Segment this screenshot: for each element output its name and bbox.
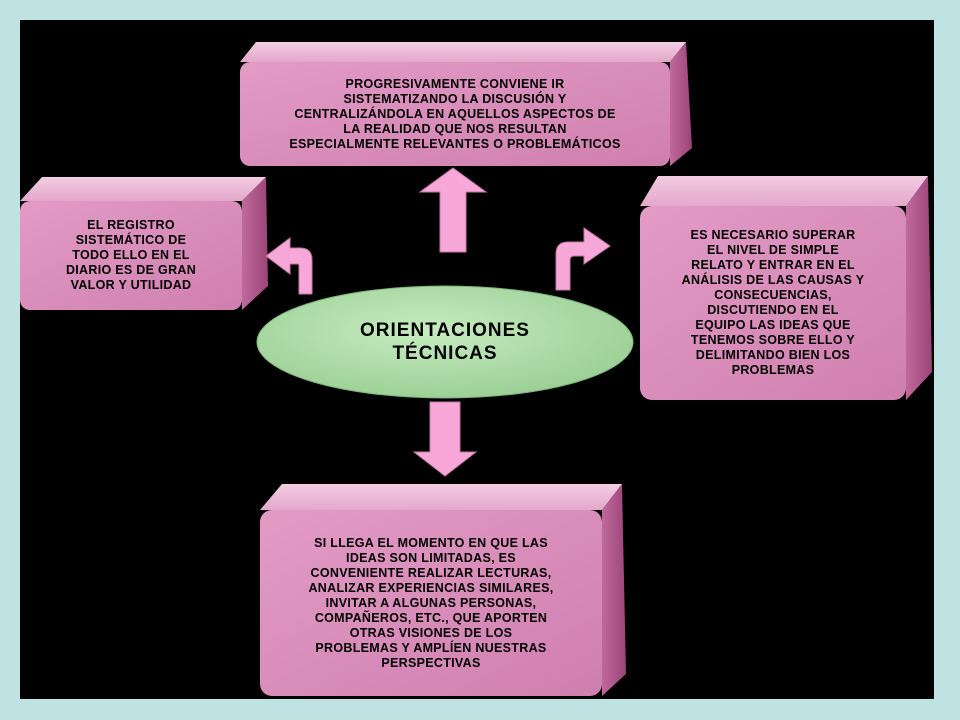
center-label-lines: ORIENTACIONES TÉCNICAS xyxy=(360,319,530,365)
top-box-top-face xyxy=(240,42,686,62)
text-line: DIARIO ES DE GRAN xyxy=(65,263,197,277)
slide-canvas: PROGRESIVAMENTE CONVIENE IR SISTEMATIZAN… xyxy=(20,20,934,699)
text-line: PROBLEMAS Y AMPLÍEN NUESTRAS xyxy=(315,640,547,655)
center-label: ORIENTACIONES TÉCNICAS xyxy=(320,312,570,372)
left-box-text-lines: EL REGISTRO SISTEMÁTICO DE TODO ELLO EN … xyxy=(66,218,196,293)
text-line: OTRAS VISIONES DE LOS xyxy=(349,625,513,640)
right-box-front-face xyxy=(640,206,906,400)
text-line: PROBLEMAS xyxy=(731,363,815,377)
center-ellipse xyxy=(256,285,634,399)
top-box-text: PROGRESIVAMENTE CONVIENE IR SISTEMATIZAN… xyxy=(240,62,670,166)
left-box-side-face xyxy=(242,177,268,310)
text-line: ANÁLISIS DE LAS CAUSAS Y xyxy=(681,273,865,287)
left-box-top-face xyxy=(20,177,266,201)
right-box-top-face xyxy=(640,176,928,206)
left-box-text: EL REGISTRO SISTEMÁTICO DE TODO ELLO EN … xyxy=(20,201,242,310)
left-box-front-face xyxy=(20,201,242,310)
arrow-up-icon xyxy=(418,167,488,253)
text-line: DISCUTIENDO EN EL xyxy=(707,303,839,317)
text-line: LA REALIDAD QUE NOS RESULTAN xyxy=(343,121,567,136)
right-box xyxy=(640,176,932,400)
text-line: PROGRESIVAMENTE CONVIENE IR xyxy=(345,76,565,91)
text-line: COMPAÑEROS, ETC., QUE APORTEN xyxy=(314,610,548,625)
center-label-line-2: TÉCNICAS xyxy=(392,343,498,364)
bottom-box-text-lines: SI LLEGA EL MOMENTO EN QUE LAS IDEAS SON… xyxy=(308,536,553,671)
text-line: CONVENIENTE REALIZAR LECTURAS, xyxy=(310,565,552,580)
text-line: ES NECESARIO SUPERAR xyxy=(690,228,856,242)
bottom-box-top-face xyxy=(260,484,622,510)
top-box-text-lines: PROGRESIVAMENTE CONVIENE IR SISTEMATIZAN… xyxy=(289,77,620,152)
text-line: ANALIZAR EXPERIENCIAS SIMILARES, xyxy=(308,580,554,595)
top-box-side-face xyxy=(670,42,692,166)
text-line: TODO ELLO EN EL xyxy=(72,248,190,262)
top-box-front-face xyxy=(240,62,670,166)
text-line: ESPECIALMENTE RELEVANTES O PROBLEMÁTICOS xyxy=(289,136,621,151)
text-line: EL REGISTRO xyxy=(87,218,175,232)
text-line: EL NIVEL DE SIMPLE xyxy=(706,243,840,257)
text-line: CONSECUENCIAS, xyxy=(714,288,832,302)
top-box xyxy=(240,42,692,166)
text-line: INVITAR A ALGUNAS PERSONAS, xyxy=(325,595,537,610)
text-line: SI LLEGA EL MOMENTO EN QUE LAS xyxy=(314,535,548,550)
text-line: CENTRALIZÁNDOLA EN AQUELLOS ASPECTOS DE xyxy=(294,106,616,121)
center-label-line-1: ORIENTACIONES xyxy=(360,320,530,341)
text-line: PERSPECTIVAS xyxy=(381,655,481,670)
right-box-text-lines: ES NECESARIO SUPERAR EL NIVEL DE SIMPLE … xyxy=(682,228,865,378)
diagram-graphics xyxy=(20,42,932,696)
right-box-text: ES NECESARIO SUPERAR EL NIVEL DE SIMPLE … xyxy=(640,206,906,400)
bottom-box-side-face xyxy=(602,484,626,696)
bottom-box xyxy=(260,484,626,696)
text-line: SISTEMÁTICO DE xyxy=(75,233,187,247)
text-line: VALOR Y UTILIDAD xyxy=(70,278,192,292)
text-line: TENEMOS SOBRE ELLO Y xyxy=(690,333,856,347)
right-box-side-face xyxy=(906,176,932,400)
bottom-box-front-face xyxy=(260,510,602,696)
text-line: EQUIPO LAS IDEAS QUE xyxy=(695,318,851,332)
arrow-down-icon xyxy=(412,401,478,477)
text-line: SISTEMATIZANDO LA DISCUSIÓN Y xyxy=(343,91,567,106)
bottom-box-text: SI LLEGA EL MOMENTO EN QUE LAS IDEAS SON… xyxy=(260,510,602,696)
text-line: RELATO Y ENTRAR EN EL xyxy=(691,258,855,272)
text-line: DELIMITANDO BIEN LOS xyxy=(695,348,851,362)
curved-arrow-right-icon xyxy=(555,227,611,291)
left-box xyxy=(20,177,268,310)
text-line: IDEAS SON LIMITADAS, ES xyxy=(346,550,516,565)
curved-arrow-left-icon xyxy=(265,237,313,295)
